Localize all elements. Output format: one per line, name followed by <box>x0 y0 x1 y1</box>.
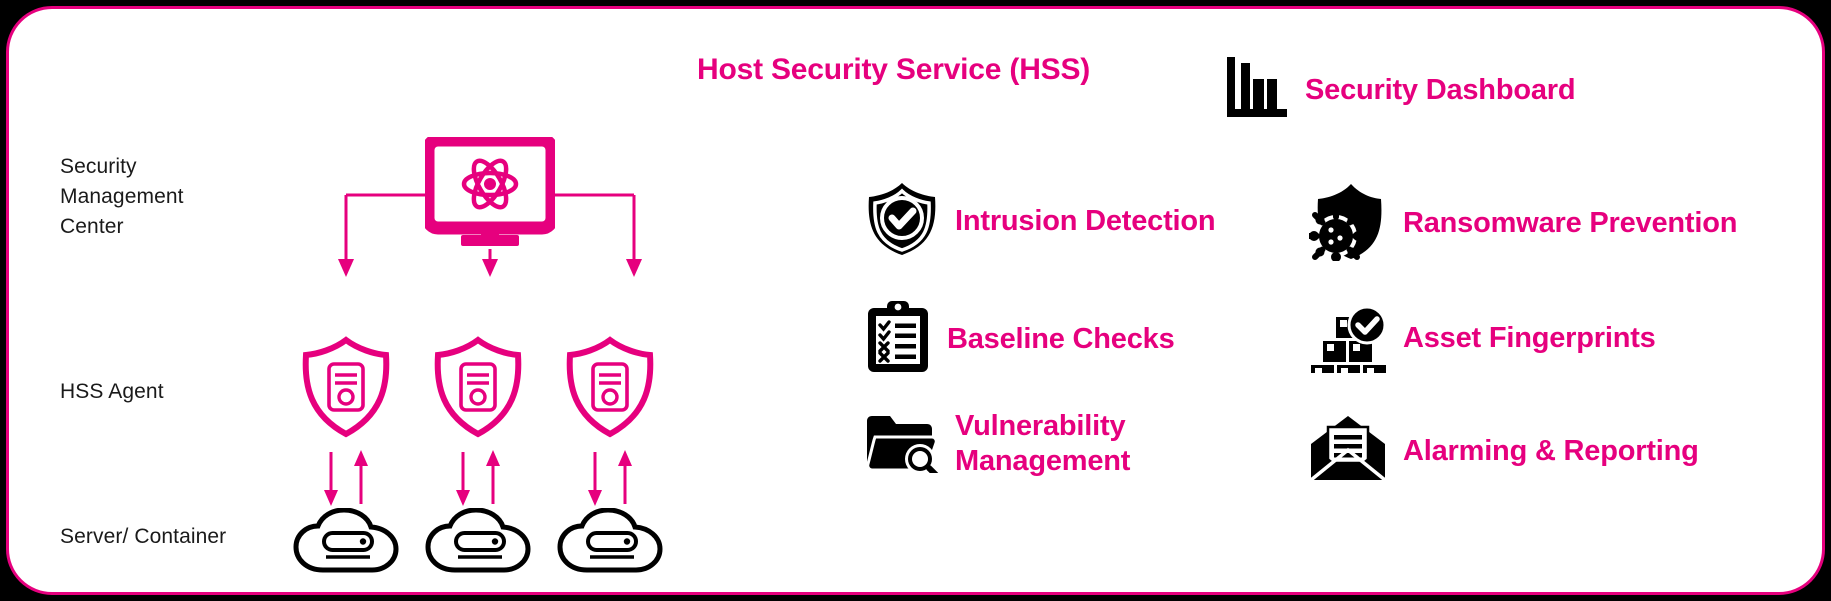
feature-alarming-reporting[interactable]: Alarming & Reporting <box>1309 414 1699 489</box>
feature-label-vulnerability-management: Vulnerability Management <box>955 410 1131 478</box>
boxes-check-icon <box>1309 299 1388 388</box>
feature-label-baseline-checks: Baseline Checks <box>947 322 1175 355</box>
feature-asset-fingerprints[interactable]: Asset Fingerprints <box>1309 299 1656 388</box>
shield-server-icon-2 <box>426 335 530 439</box>
diagram-row-label-server-container: Server/ Container <box>60 525 227 548</box>
cloud-server-icon-3 <box>556 507 666 574</box>
diagram-row-label-security-management-center: Security Management Center <box>60 155 184 238</box>
hss-overview-panel: Host Security Service (HSS) Security Man… <box>6 6 1825 595</box>
shield-check-icon <box>865 181 939 262</box>
arrowhead-pair-group <box>324 450 632 506</box>
clipboard-checklist-icon <box>865 299 931 380</box>
feature-label-alarming-reporting: Alarming & Reporting <box>1403 434 1699 467</box>
feature-ransomware-prevention[interactable]: Ransomware Prevention <box>1304 181 1738 268</box>
shield-server-icon-3 <box>558 335 662 439</box>
shield-virus-icon <box>1304 181 1387 268</box>
feature-intrusion-detection[interactable]: Intrusion Detection <box>865 181 1216 262</box>
page-title: Host Security Service (HSS) <box>697 53 1091 86</box>
feature-label-intrusion-detection: Intrusion Detection <box>955 204 1216 237</box>
feature-label-ransomware-prevention: Ransomware Prevention <box>1403 206 1738 239</box>
feature-label-asset-fingerprints: Asset Fingerprints <box>1403 321 1656 354</box>
feature-baseline-checks[interactable]: Baseline Checks <box>865 299 1175 380</box>
feature-vulnerability-management[interactable]: Vulnerability Management <box>865 409 1130 480</box>
cloud-server-icon-1 <box>292 507 402 574</box>
open-envelope-icon <box>1309 414 1387 489</box>
diagram-row-label-hss-agent: HSS Agent <box>60 380 164 403</box>
monitor-atom-icon <box>421 133 559 247</box>
folder-search-icon <box>865 411 940 479</box>
cloud-server-icon-2 <box>424 507 534 574</box>
feature-security-dashboard[interactable]: Security Dashboard <box>1227 55 1576 126</box>
feature-label-security-dashboard: Security Dashboard <box>1305 73 1576 106</box>
bar-chart-icon <box>1227 55 1289 126</box>
arrowhead-down-group <box>338 259 642 277</box>
shield-server-icon-1 <box>294 335 398 439</box>
